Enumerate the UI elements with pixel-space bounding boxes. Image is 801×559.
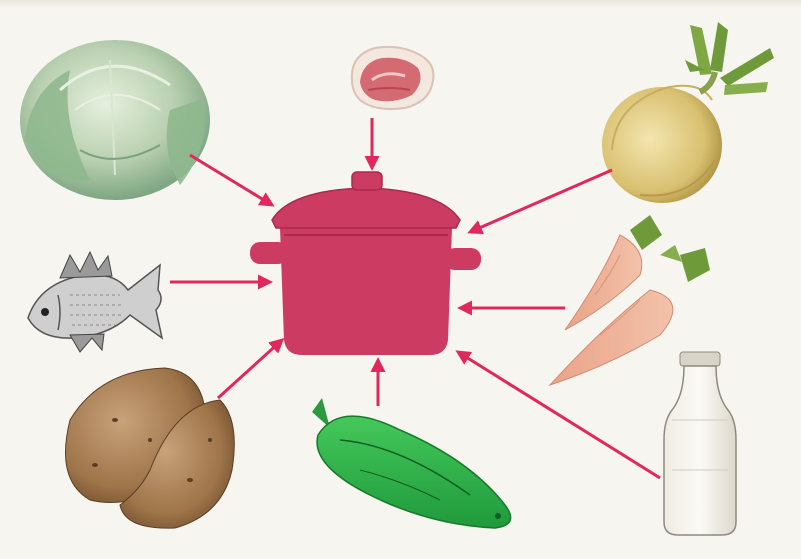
fish-icon (28, 252, 162, 352)
arrow-potatoes-to-pot (218, 340, 282, 398)
milk-bottle-icon (664, 352, 736, 535)
potato-icon (66, 368, 235, 528)
cooking-pot-icon (250, 172, 481, 355)
arrow-milk-to-pot (458, 352, 660, 478)
cabbage-icon (20, 40, 210, 200)
arrow-cabbage-to-pot (190, 155, 272, 205)
meat-icon (352, 47, 434, 109)
arrow-onion-to-pot (470, 170, 612, 232)
onion-icon (602, 22, 774, 203)
cucumber-icon (312, 398, 511, 528)
